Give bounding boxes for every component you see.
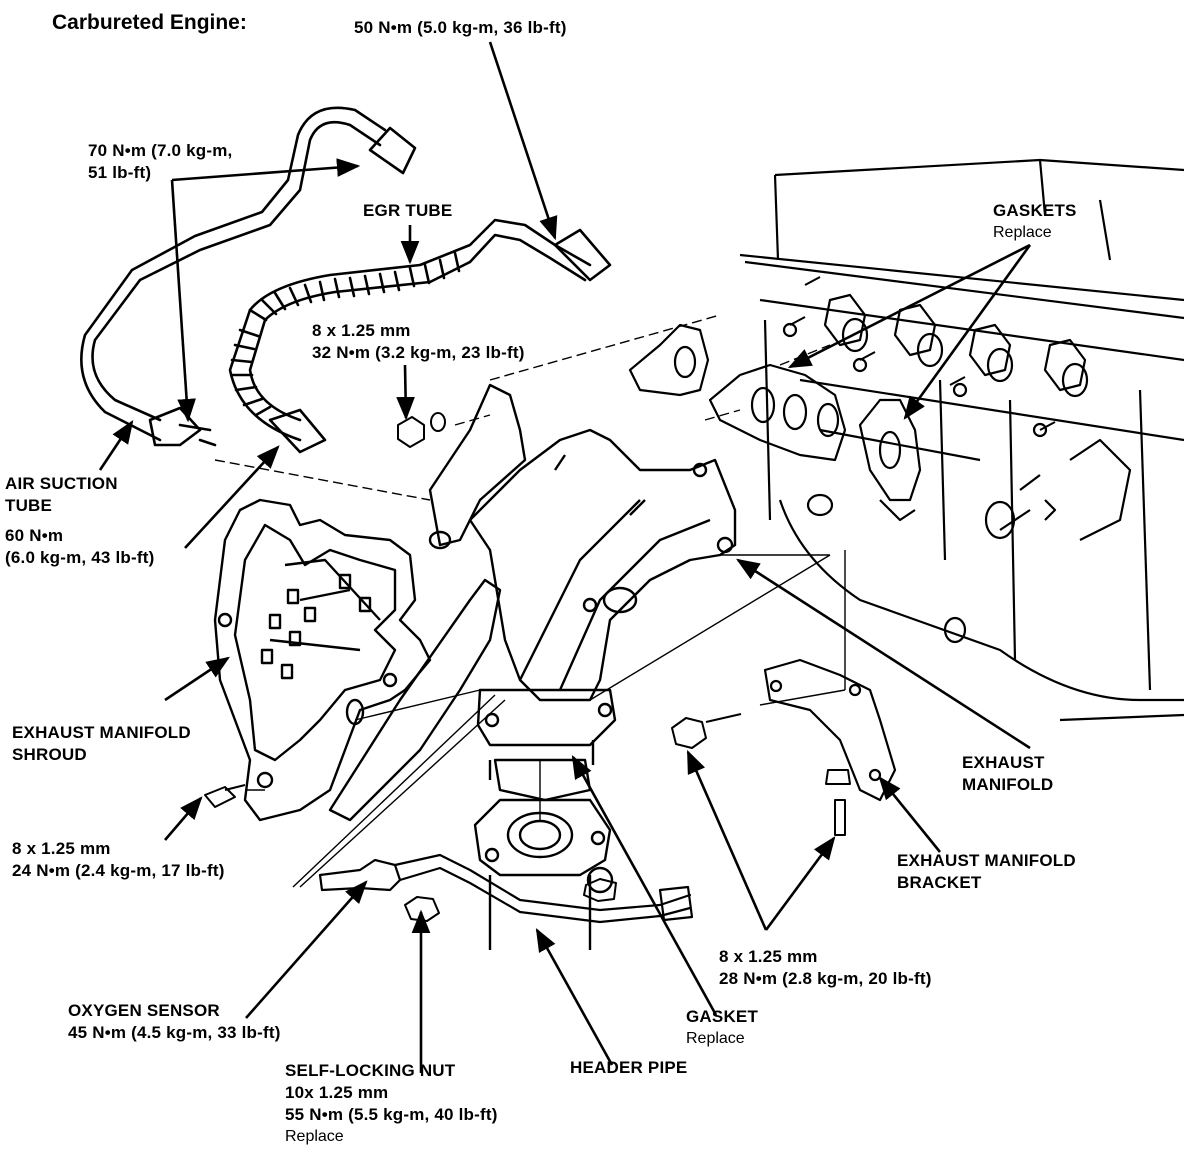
assembly-lines — [245, 550, 846, 888]
air-suction-torque-line-2: 51 lb-ft) — [88, 163, 152, 182]
oxygen-sensor-part — [318, 853, 694, 924]
bracket-bolts-torque: 28 N•m (2.8 kg-m, 20 lb-ft) — [719, 969, 932, 988]
gasket-title: GASKET — [686, 1007, 759, 1026]
exhaust-manifold-label: EXHAUST MANIFOLD — [962, 752, 1053, 796]
bracket-line-1: EXHAUST MANIFOLD — [897, 851, 1076, 870]
gaskets-note: Replace — [993, 224, 1052, 241]
manifold-shroud — [213, 498, 502, 822]
self-locking-nut-note: Replace — [285, 1128, 344, 1145]
gasket-label: GASKET Replace — [686, 1006, 758, 1050]
shroud-label: EXHAUST MANIFOLD SHROUD — [12, 722, 191, 766]
self-locking-nut-size: 10x 1.25 mm — [285, 1083, 389, 1102]
air-suction-tube-label: AIR SUCTION TUBE — [5, 473, 118, 517]
air-suction-tube-line-2: TUBE — [5, 496, 53, 515]
stud-nut-torque: 32 N•m (3.2 kg-m, 23 lb-ft) — [312, 343, 525, 362]
exhaust-manifold-line-2: MANIFOLD — [962, 775, 1054, 794]
shroud-line-1: EXHAUST MANIFOLD — [12, 723, 191, 742]
egr-lower-torque-line-2: (6.0 kg-m, 43 lb-ft) — [5, 548, 155, 567]
stud-nut-size: 8 x 1.25 mm — [312, 321, 411, 340]
air-suction-tube — [80, 106, 417, 447]
bracket-bolts-label: 8 x 1.25 mm 28 N•m (2.8 kg-m, 20 lb-ft) — [719, 946, 932, 990]
air-suction-tube-line-1: AIR SUCTION — [5, 474, 118, 493]
gasket-note: Replace — [686, 1030, 745, 1047]
manifold-gaskets — [628, 323, 922, 522]
egr-lower-torque-label: 60 N•m (6.0 kg-m, 43 lb-ft) — [5, 525, 154, 569]
air-suction-torque-label: 70 N•m (7.0 kg-m, 51 lb-ft) — [88, 140, 232, 184]
fasteners — [204, 276, 1056, 922]
exhaust-manifold-line-1: EXHAUST — [962, 753, 1045, 772]
shroud-bolt-torque: 24 N•m (2.4 kg-m, 17 lb-ft) — [12, 861, 225, 880]
gaskets-label: GASKETS Replace — [993, 200, 1077, 244]
egr-lower-torque-line-1: 60 N•m — [5, 526, 64, 545]
leader-lines — [98, 41, 1032, 1073]
shroud-bolt-size: 8 x 1.25 mm — [12, 839, 111, 858]
oxygen-sensor-label: OXYGEN SENSOR 45 N•m (4.5 kg-m, 33 lb-ft… — [68, 1000, 281, 1044]
stud-nut-label: 8 x 1.25 mm 32 N•m (3.2 kg-m, 23 lb-ft) — [312, 320, 525, 364]
manifold-bracket — [763, 658, 897, 802]
shroud-line-2: SHROUD — [12, 745, 87, 764]
self-locking-nut-label: SELF-LOCKING NUT 10x 1.25 mm 55 N•m (5.5… — [285, 1060, 498, 1148]
egr-tube — [228, 218, 612, 454]
bracket-bolts-size: 8 x 1.25 mm — [719, 947, 818, 966]
shroud-bolt-label: 8 x 1.25 mm 24 N•m (2.4 kg-m, 17 lb-ft) — [12, 838, 225, 882]
egr-union-torque-label: 50 N•m (5.0 kg-m, 36 lb-ft) — [354, 18, 567, 37]
cylinder-head — [739, 158, 1184, 722]
bracket-label: EXHAUST MANIFOLD BRACKET — [897, 850, 1076, 894]
oxygen-sensor-title: OXYGEN SENSOR — [68, 1001, 220, 1020]
self-locking-nut-torque: 55 N•m (5.5 kg-m, 40 lb-ft) — [285, 1105, 498, 1124]
gaskets-title: GASKETS — [993, 201, 1077, 220]
header-pipe-label: HEADER PIPE — [570, 1058, 688, 1077]
air-suction-torque-line-1: 70 N•m (7.0 kg-m, — [88, 141, 233, 160]
oxygen-sensor-torque: 45 N•m (4.5 kg-m, 33 lb-ft) — [68, 1023, 281, 1042]
exhaust-manifold — [428, 383, 737, 747]
self-locking-nut-title: SELF-LOCKING NUT — [285, 1061, 456, 1080]
egr-tube-label: EGR TUBE — [363, 201, 453, 220]
header-pipe — [473, 740, 614, 950]
page-title: Carbureted Engine: — [52, 11, 247, 34]
bracket-line-2: BRACKET — [897, 873, 982, 892]
